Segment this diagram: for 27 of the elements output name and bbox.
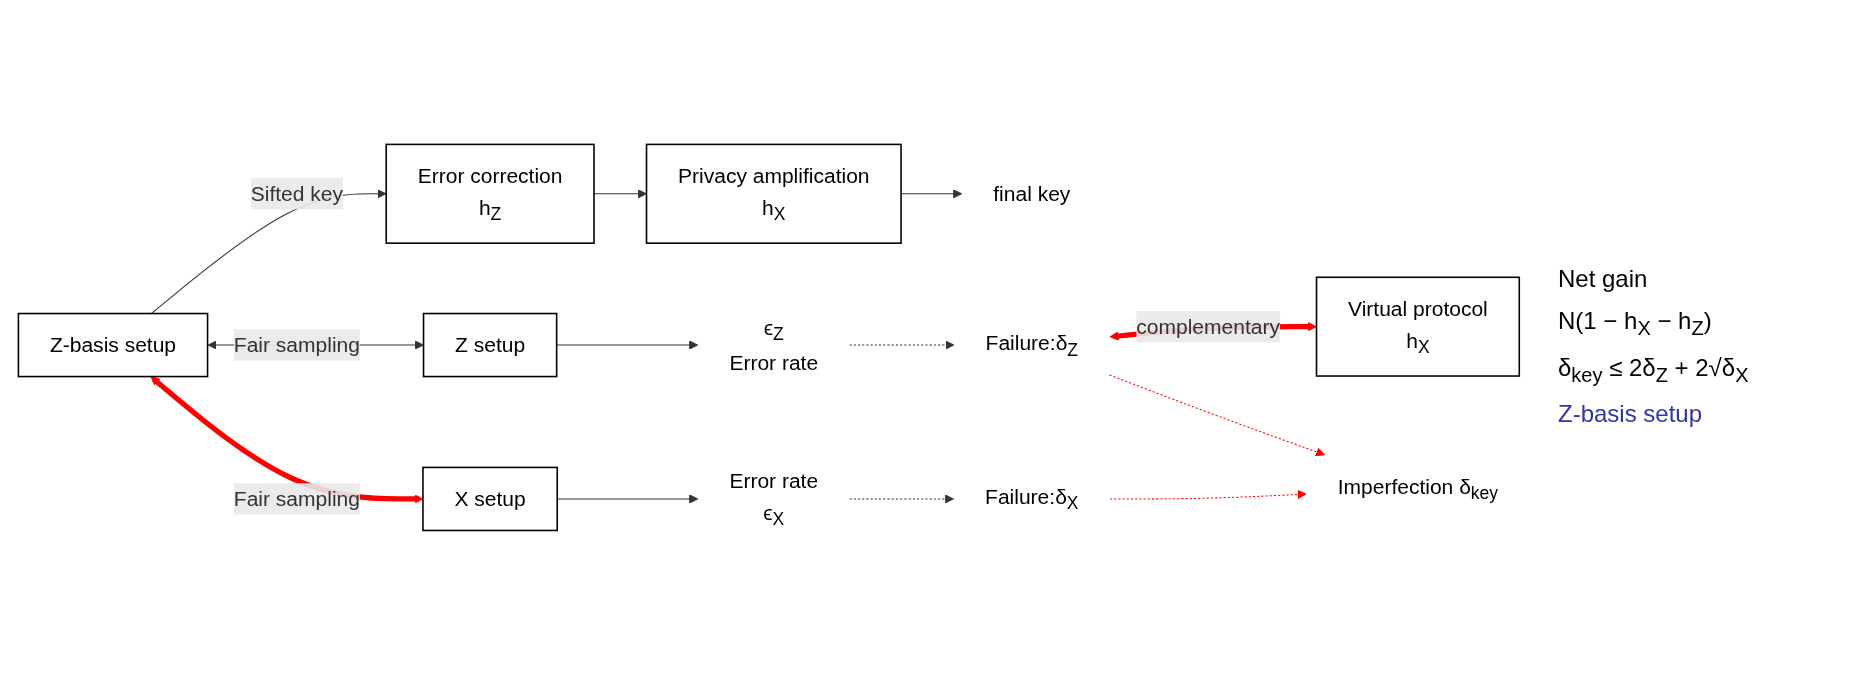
note-text: δ$_{key}$ ≤ 2δ$_{Z}$ + 2√δ$_{X}$	[1558, 353, 1750, 387]
edge-label: complementary	[1136, 315, 1280, 339]
arrow	[1109, 374, 1326, 457]
node-box	[645, 143, 902, 245]
flow-diagram: Sifted key Fair sampling Fair sampling complementary Z-basis setup Error correction h$_{Z}$ Privacy amplification h$_{X}$ final key Z setup ϵ$_{Z}$ Error rate Failure:δ$_{Z}$ X setup Error rate ϵ$_{X}$ Virtual protocol h$_{X}$ Failure:δ$_{X}$ Imperfection δ$_{key}$	[10, 136, 1538, 557]
node-box	[422, 312, 558, 378]
node-text: Imperfection δ$_{key}$	[1337, 474, 1499, 504]
note-text: Net gain	[1558, 264, 1649, 293]
slide-heading-text: Z-basis setup	[1558, 400, 1704, 429]
node-box	[17, 312, 209, 378]
edge-label: Fair sampling	[233, 487, 360, 511]
node-text: Failure:δ$_{Z}$	[985, 331, 1079, 360]
arrow	[556, 340, 699, 350]
node-box	[422, 466, 558, 532]
node-text: ϵ$_{Z}$ Error rate	[729, 315, 819, 375]
arrow	[849, 494, 954, 504]
note-text: N(1 − h$_{X}$ − h$_{Z}$)	[1558, 306, 1713, 340]
arrow	[593, 189, 647, 199]
node-text: Error rate ϵ$_{X}$	[729, 469, 819, 530]
node-text: Failure:δ$_{X}$	[985, 485, 1079, 514]
node-text: final key	[993, 182, 1071, 206]
node-box	[1315, 276, 1521, 377]
arrow	[849, 340, 955, 350]
arrow	[1109, 490, 1307, 500]
edge-label: Fair sampling	[233, 333, 360, 357]
node-box	[385, 143, 595, 245]
edge-label: Sifted key	[250, 182, 344, 206]
